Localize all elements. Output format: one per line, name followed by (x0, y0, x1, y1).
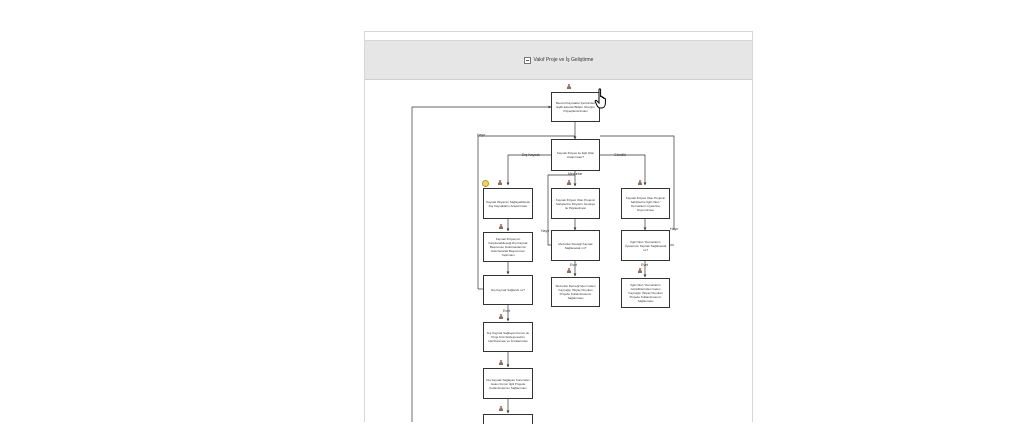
performer-icon (497, 180, 503, 186)
task-n6[interactable]: Kaynak İhtiyacının Karşılanabileceği Dış… (483, 232, 533, 262)
performer-icon (637, 180, 643, 186)
edge-label-gonullu: Gönüllü (614, 153, 627, 157)
task-n3[interactable]: Kaynak İhtiyacını Sağlayabilecek Dış Kay… (483, 188, 533, 219)
pool-header[interactable]: Vakıf Proje ve İş Geliştirme (365, 41, 752, 80)
performer-icon (498, 314, 504, 320)
gateway-n2[interactable]: Kaynak İhtiyacı ile İlgili Olan Araştırm… (551, 139, 600, 171)
edge-label-mezunlar: Mezunlar (568, 172, 583, 176)
edge-return-top (477, 135, 575, 289)
edge-n7-hayir (547, 174, 575, 246)
edge-loop-left (411, 105, 552, 422)
task-n10[interactable]: Mezunlar Derneği'nden Gelen Kaynağın İht… (551, 277, 600, 307)
edge-n2-n3 (506, 154, 551, 186)
performer-icon (637, 268, 643, 274)
edge-label-hayir-top: Hayır (477, 133, 486, 137)
edge-label-hayir-right: Hayır (670, 227, 679, 231)
task-n13[interactable]: Dış Kaynak Sağlayan Kurumdan Gelen Fonun… (483, 368, 533, 399)
task-n12[interactable]: Dış Kaynak Sağlayan Kurum ile Proje Kira… (483, 322, 533, 352)
performer-icon (498, 406, 504, 412)
task-n14[interactable] (483, 414, 533, 424)
edge-return-right (600, 135, 675, 230)
edge-label-hayir-mid: Hayır (541, 229, 550, 233)
task-n11[interactable]: İlgili Okul / Derneklerin Gönüllülerinde… (621, 278, 670, 308)
edge-n2-n5 (600, 154, 647, 186)
edge-label-evet-mid: Evet (570, 263, 578, 267)
performer-icon (566, 180, 572, 186)
collapse-toggle-icon[interactable] (523, 56, 531, 64)
performer-icon (566, 84, 572, 90)
gateway-n8[interactable]: İlgili Okul / Derneklerin Üyelerince Kay… (621, 230, 670, 261)
bulb-icon (482, 180, 489, 187)
task-n1[interactable]: Mevcut Kaynaklar İçerisinden Eşlik Edece… (551, 92, 600, 122)
gateway-n7[interactable]: Mezunlar Desteği Kaynak Sağlanacak mı? (551, 230, 600, 261)
gateway-n9[interactable]: Dış Kaynak Sağlandı mı? (483, 275, 533, 305)
task-n5[interactable]: Kaynak İhtiyacı Olan Projenin Sahiplerin… (621, 188, 670, 219)
edge-label-dis-kaynak: Dış Kaynak (522, 153, 540, 157)
hand-cursor-icon (594, 88, 606, 109)
task-n4[interactable]: Kaynak İhtiyacı Olan Projenin Sahiplerin… (551, 188, 600, 219)
top-strip (365, 32, 752, 41)
performer-icon (566, 268, 572, 274)
performer-icon (498, 360, 504, 366)
edge-label-evet-left: Evet (503, 309, 511, 313)
edge-label-evet-right: Evet (641, 263, 649, 267)
performer-icon (498, 224, 504, 230)
pool-title: Vakıf Proje ve İş Geliştirme (533, 57, 594, 63)
